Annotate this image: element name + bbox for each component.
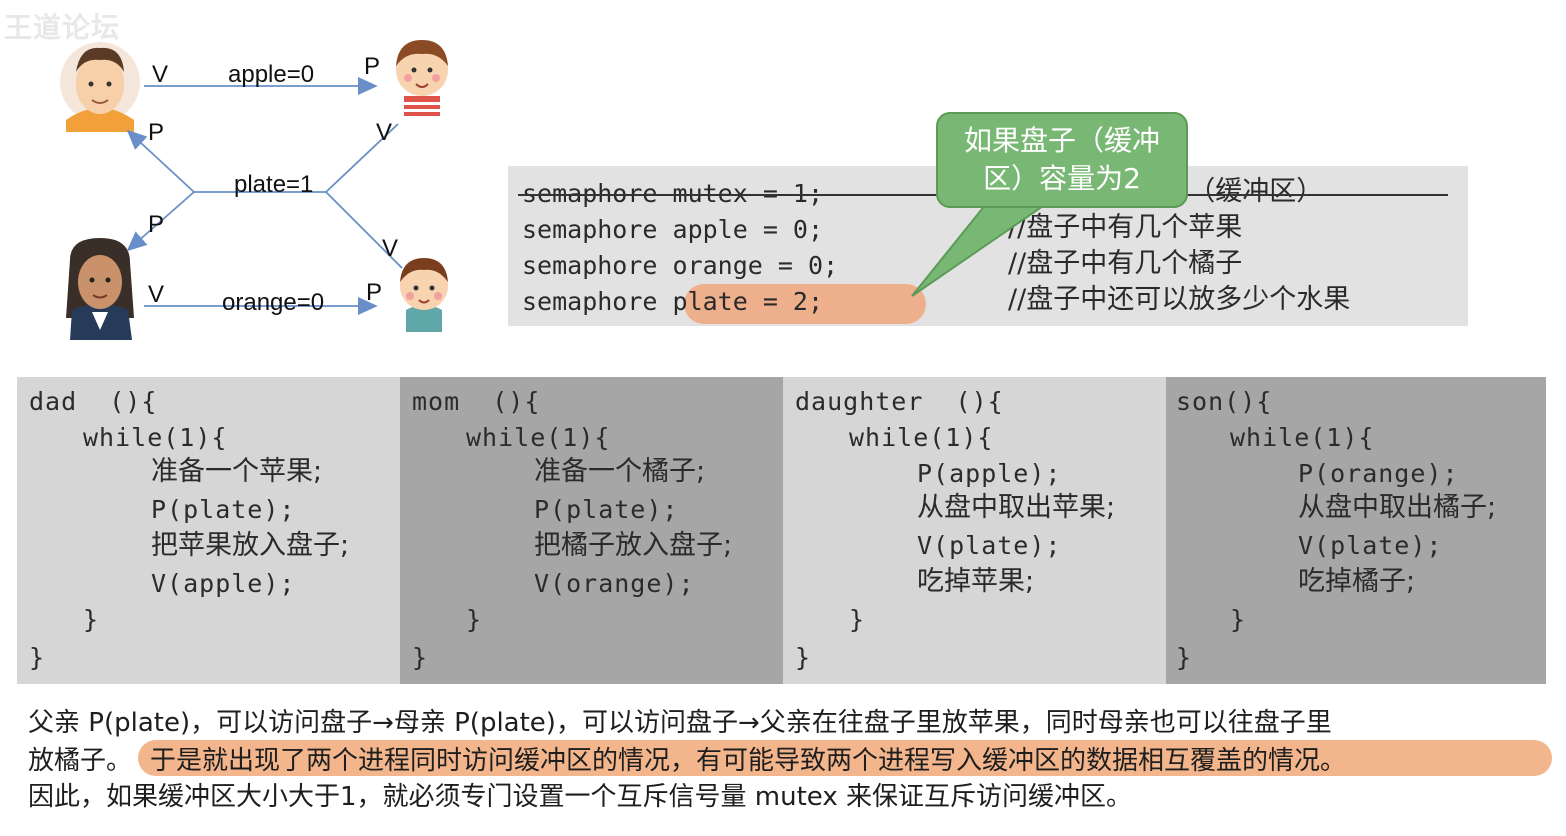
explanation-line-3: 因此，如果缓冲区大小大于1，就必须专门设置一个互斥信号量 mutex 来保证互斥… <box>28 782 1132 812</box>
semaphore-apple-code: semaphore apple = 0; <box>522 215 824 244</box>
v-label-mom: V <box>148 281 164 308</box>
dad-avatar <box>60 42 140 132</box>
watermark-logo: 王道论坛 <box>4 11 121 44</box>
daughter-step-1: P(apple); <box>917 459 1062 488</box>
mom-avatar <box>66 238 134 340</box>
daughter-step-3: V(plate); <box>917 531 1062 560</box>
mom-step-4: V(orange); <box>534 569 695 598</box>
mom-step-2: P(plate); <box>534 495 679 524</box>
apple-label: apple=0 <box>228 61 314 88</box>
son-code-panel: son(){ while(1){ P(orange); 从盘中取出橘子; V(p… <box>1166 377 1546 684</box>
dad-step-2: P(plate); <box>151 495 296 524</box>
daughter-step-4: 吃掉苹果; <box>917 566 1035 597</box>
v-label-son: V <box>382 235 398 262</box>
dad-code-panel: dad (){ while(1){ 准备一个苹果; P(plate); 把苹果放… <box>17 377 400 684</box>
dad-close-outer: } <box>29 643 46 672</box>
son-step-3: V(plate); <box>1298 531 1443 560</box>
p-label-son: P <box>366 279 382 306</box>
semaphore-mutex-code: semaphore mutex = 1; <box>522 179 824 208</box>
mom-close-inner: } <box>466 605 483 634</box>
son-step-4: 吃掉橘子; <box>1298 566 1416 597</box>
p-label-dad: P <box>148 119 164 146</box>
plate-label: plate=1 <box>234 171 313 198</box>
daughter-close-inner: } <box>849 605 866 634</box>
dad-step-1: 准备一个苹果; <box>151 456 323 487</box>
son-loop: while(1){ <box>1230 423 1375 452</box>
mom-close-outer: } <box>412 643 429 672</box>
dad-close-inner: } <box>83 605 100 634</box>
dad-step-3: 把苹果放入盘子; <box>151 530 350 561</box>
son-step-1: P(orange); <box>1298 459 1459 488</box>
daughter-loop: while(1){ <box>849 423 994 452</box>
son-to-plate-line <box>325 191 403 269</box>
son-step-2: 从盘中取出橘子; <box>1298 492 1497 523</box>
mom-loop: while(1){ <box>466 423 611 452</box>
dad-loop: while(1){ <box>83 423 228 452</box>
daughter-header: daughter (){ <box>795 387 1004 416</box>
son-header: son(){ <box>1176 387 1273 416</box>
explanation-line-2-highlight: 于是就出现了两个进程同时访问缓冲区的情况，有可能导致两个进程写入缓冲区的数据相互… <box>150 746 1347 776</box>
p-label-daughter: P <box>364 53 380 80</box>
explanation-line-2-start: 放橘子。 <box>28 746 133 776</box>
daughter-code-panel: daughter (){ while(1){ P(apple); 从盘中取出苹果… <box>783 377 1166 684</box>
sentence-highlight <box>138 740 1552 776</box>
daughter-avatar <box>396 40 448 116</box>
semaphore-orange-comment: //盘子中有几个橘子 <box>1008 248 1243 279</box>
process-diagram: V apple=0 P P V plate=1 P V V orange=0 P <box>60 40 448 340</box>
dad-header: dad (){ <box>29 387 158 416</box>
mom-step-1: 准备一个橘子; <box>534 456 706 487</box>
explanation-line-1: 父亲 P(plate)，可以访问盘子→母亲 P(plate)，可以访问盘子→父亲… <box>28 708 1332 738</box>
semaphore-plate-comment: //盘子中还可以放多少个水果 <box>1008 284 1351 315</box>
daughter-to-plate-line <box>325 123 399 193</box>
p-label-mom: P <box>148 211 164 238</box>
son-close-outer: } <box>1176 643 1193 672</box>
capacity-callout: 如果盘子（缓冲 区）容量为2 <box>936 112 1188 208</box>
dad-step-4: V(apple); <box>151 569 296 598</box>
mom-step-3: 把橘子放入盘子; <box>534 530 733 561</box>
semaphore-plate-code: semaphore plate = 2; <box>522 287 824 316</box>
semaphore-apple-comment: //盘子中有几个苹果 <box>1008 212 1243 243</box>
plate-to-dad-arrow <box>126 129 195 193</box>
mom-code-panel: mom (){ while(1){ 准备一个橘子; P(plate); 把橘子放… <box>400 377 783 684</box>
callout-line-1: 如果盘子（缓冲 <box>963 124 1160 157</box>
son-close-inner: } <box>1230 605 1247 634</box>
daughter-close-outer: } <box>795 643 812 672</box>
v-label-dad: V <box>152 61 168 88</box>
daughter-step-2: 从盘中取出苹果; <box>917 492 1116 523</box>
mom-header: mom (){ <box>412 387 541 416</box>
callout-line-2: 区）容量为2 <box>983 162 1141 195</box>
semaphore-orange-code: semaphore orange = 0; <box>522 251 839 280</box>
plate-highlight <box>684 284 926 324</box>
orange-label: orange=0 <box>222 289 324 316</box>
son-avatar <box>400 258 448 332</box>
v-label-daughter: V <box>376 119 392 146</box>
plate-to-mom-arrow <box>126 191 195 252</box>
